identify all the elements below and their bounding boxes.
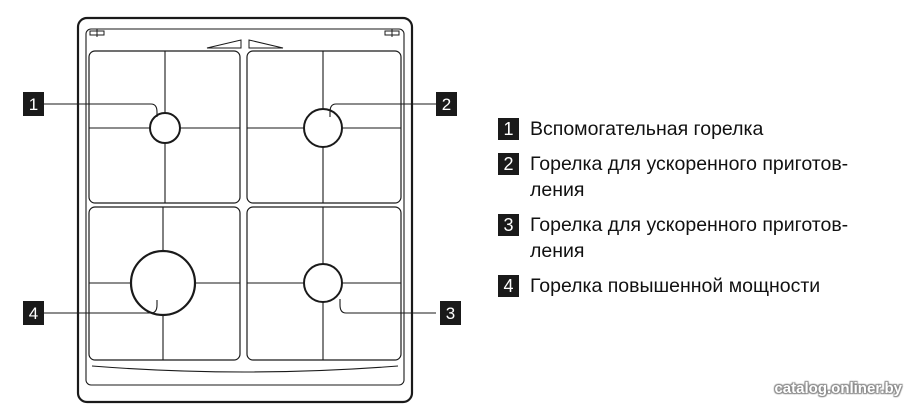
callout-badge-2 <box>436 92 457 116</box>
legend-number: 2 <box>498 153 519 175</box>
legend-number: 1 <box>498 118 519 140</box>
burner-2 <box>303 108 343 148</box>
grate-2 <box>246 50 402 204</box>
burner-4 <box>129 249 197 317</box>
burner-1 <box>149 112 181 144</box>
callout-label-3: 3 <box>446 304 455 323</box>
legend-item: 1 Вспомогательная горелка <box>498 116 918 142</box>
hob-bottom-trim <box>91 365 399 373</box>
legend-text: Вспомогательная горелка <box>530 118 764 140</box>
arrow-left-icon <box>206 39 242 49</box>
hob-inner-frame <box>85 28 405 386</box>
legend-text: Горелка повышенной мощности <box>530 275 821 297</box>
leader-line-3 <box>339 299 436 314</box>
legend-item: 4 Горелка повышенной мощности <box>498 273 918 299</box>
corner-clip-left <box>89 29 105 37</box>
callout-label-4: 4 <box>29 304 38 323</box>
legend-number: 3 <box>498 214 519 236</box>
burner-3 <box>303 263 343 303</box>
watermark: catalog.onliner.by <box>774 380 902 397</box>
legend-item: 2 Горелка для ускоренного приготов- лени… <box>498 151 918 203</box>
legend-number: 4 <box>498 275 519 297</box>
arrow-right-icon <box>248 39 284 49</box>
callout-label-2: 2 <box>442 95 451 114</box>
callout-badge-4 <box>23 301 44 325</box>
legend-text: Горелка для ускоренного приготов- ления <box>530 153 849 201</box>
leader-line-1 <box>44 103 158 117</box>
callout-label-1: 1 <box>29 95 38 114</box>
legend-text: Горелка для ускоренного приготов- ления <box>530 214 849 262</box>
callout-badge-1 <box>23 92 44 116</box>
callout-badge-3 <box>440 301 461 325</box>
hob-outer-frame <box>76 16 414 404</box>
legend: 1 Вспомогательная горелка 2 Горелка для … <box>498 116 918 308</box>
leader-line-4 <box>44 300 158 314</box>
leader-line-2 <box>329 103 436 117</box>
legend-item: 3 Горелка для ускоренного приготов- лени… <box>498 212 918 264</box>
corner-clip-right <box>384 29 400 37</box>
